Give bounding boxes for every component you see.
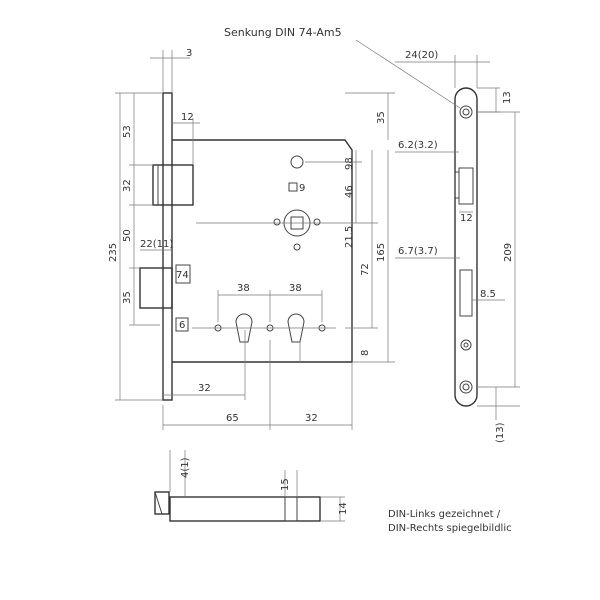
dim-13-top: 13 — [502, 91, 513, 104]
dim-72: 72 — [360, 263, 371, 276]
cylinder-hole-left — [235, 313, 253, 343]
case-body — [172, 139, 353, 363]
dim-14: 14 — [338, 502, 349, 515]
dim-32-right: 32 — [305, 413, 318, 424]
dim-12-side: 12 — [460, 213, 473, 224]
dim-98: 98 — [344, 157, 355, 170]
dim-50: 50 — [122, 229, 133, 242]
screw-hole-mid — [460, 339, 472, 351]
dim-9: 9 — [299, 183, 305, 194]
dim-38-b: 38 — [289, 283, 302, 294]
screw-hole-bottom — [459, 380, 473, 394]
dim-35-top: 35 — [376, 111, 387, 124]
lock-side-view — [154, 450, 345, 522]
dim-209: 209 — [503, 243, 514, 262]
dim-165: 165 — [376, 243, 387, 262]
dim-21-5: 21.5 — [344, 226, 355, 248]
dim-8: 8 — [360, 350, 371, 356]
latch-bolt — [152, 164, 194, 206]
dim-235: 235 — [108, 243, 119, 262]
dim-8-5: 8.5 — [480, 289, 496, 300]
callout-leader — [355, 39, 461, 109]
dim-46: 46 — [344, 185, 355, 198]
countersink-callout: Senkung DIN 74-Am5 — [224, 26, 342, 39]
forend-plate — [454, 87, 478, 407]
side-body — [169, 496, 321, 522]
dim-24-20: 24(20) — [405, 50, 438, 61]
lock-case-view — [139, 92, 353, 401]
dim-13-bottom: (13) — [495, 422, 506, 443]
dim-65: 65 — [226, 413, 239, 424]
side-bolt — [154, 491, 170, 515]
dim-4-1: 4(1) — [180, 457, 191, 478]
dim-32-bottom: 32 — [198, 383, 211, 394]
case-dimension-lines — [115, 50, 395, 430]
forend-strip — [162, 92, 173, 401]
dim-6-2-3-2: 6.2(3.2) — [398, 140, 438, 151]
forend-plate-view — [454, 87, 478, 407]
screw-hole-top — [459, 105, 473, 119]
dim-38-a: 38 — [237, 283, 250, 294]
dead-bolt — [139, 267, 173, 309]
dim-3: 3 — [186, 48, 192, 59]
dim-53: 53 — [122, 125, 133, 138]
dim-22-11: 22(11) — [140, 239, 173, 250]
latch-opening — [458, 167, 474, 205]
dim-15: 15 — [280, 478, 291, 491]
forend-dimension-lines — [355, 39, 520, 420]
note-din-right: DIN-Rechts spiegelbildlic — [388, 523, 512, 534]
dim-6: 6 — [179, 320, 185, 331]
note-din-left: DIN-Links gezeichnet / — [388, 509, 501, 520]
dim-32-left: 32 — [122, 179, 133, 192]
dim-35-left: 35 — [122, 291, 133, 304]
mounting-hole-top — [290, 155, 304, 169]
cylinder-hole-right — [287, 313, 305, 343]
square-9-marker — [288, 182, 298, 192]
bolt-opening — [459, 269, 473, 317]
dim-74: 74 — [176, 270, 189, 281]
dim-6-7-3-7: 6.7(3.7) — [398, 246, 438, 257]
dim-12-top: 12 — [181, 112, 194, 123]
